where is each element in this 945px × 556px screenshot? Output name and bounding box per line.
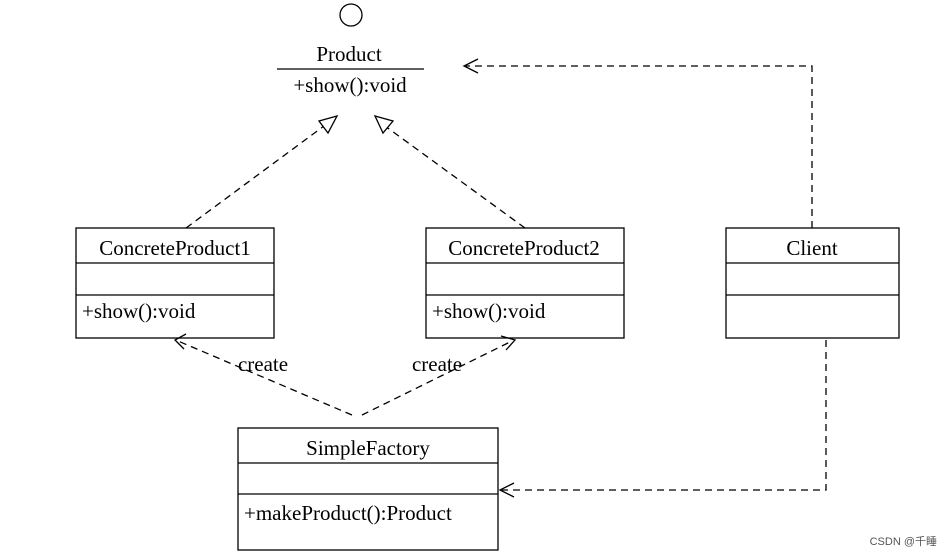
product-method: +show():void: [293, 73, 407, 97]
simple-factory-class: SimpleFactory +makeProduct():Product: [237, 427, 499, 551]
product-name: Product: [316, 42, 381, 66]
create-dependency-1: create: [173, 333, 353, 416]
concrete-product-1-class: ConcreteProduct1 +show():void: [75, 227, 275, 339]
simple-factory-method: +makeProduct():Product: [244, 501, 452, 525]
client-product-arrowhead-icon: [462, 58, 479, 74]
client-factory-dependency-line: [502, 340, 827, 491]
concrete-product-2-method: +show():void: [432, 299, 546, 323]
create-label-2: create: [412, 352, 462, 376]
realization-triangle-icon-1: [317, 114, 339, 135]
client-factory-arrowhead-icon: [498, 482, 515, 498]
create-arrowhead-icon-1: [173, 333, 187, 350]
client-product-dependency: [462, 58, 813, 228]
client-class: Client: [725, 227, 900, 339]
concrete-product-2-class: ConcreteProduct2 +show():void: [425, 227, 625, 339]
product-interface: Product +show():void: [277, 3, 424, 97]
client-factory-dependency: [498, 340, 827, 498]
create-line-2: [361, 340, 513, 416]
realization-arrow-1: [185, 114, 339, 229]
concrete-product-1-box: [75, 227, 275, 339]
simple-factory-box: [237, 427, 499, 551]
concrete-product-1-name: ConcreteProduct1: [99, 236, 251, 260]
watermark: CSDN @千睡: [870, 535, 937, 548]
interface-lollipop-icon: [339, 3, 363, 27]
simple-factory-name: SimpleFactory: [306, 436, 430, 460]
concrete-product-1-method: +show():void: [82, 299, 196, 323]
realization-line-1: [185, 125, 325, 229]
realization-line-2: [384, 125, 526, 229]
client-product-dependency-line: [466, 65, 813, 228]
realization-arrow-2: [373, 114, 526, 229]
realization-triangle-icon-2: [373, 114, 395, 135]
create-line-1: [177, 340, 353, 416]
create-dependency-2: create: [361, 335, 517, 416]
create-arrowhead-icon-2: [500, 335, 517, 351]
create-label-1: create: [238, 352, 288, 376]
concrete-product-2-name: ConcreteProduct2: [448, 236, 600, 260]
client-name: Client: [786, 236, 837, 260]
